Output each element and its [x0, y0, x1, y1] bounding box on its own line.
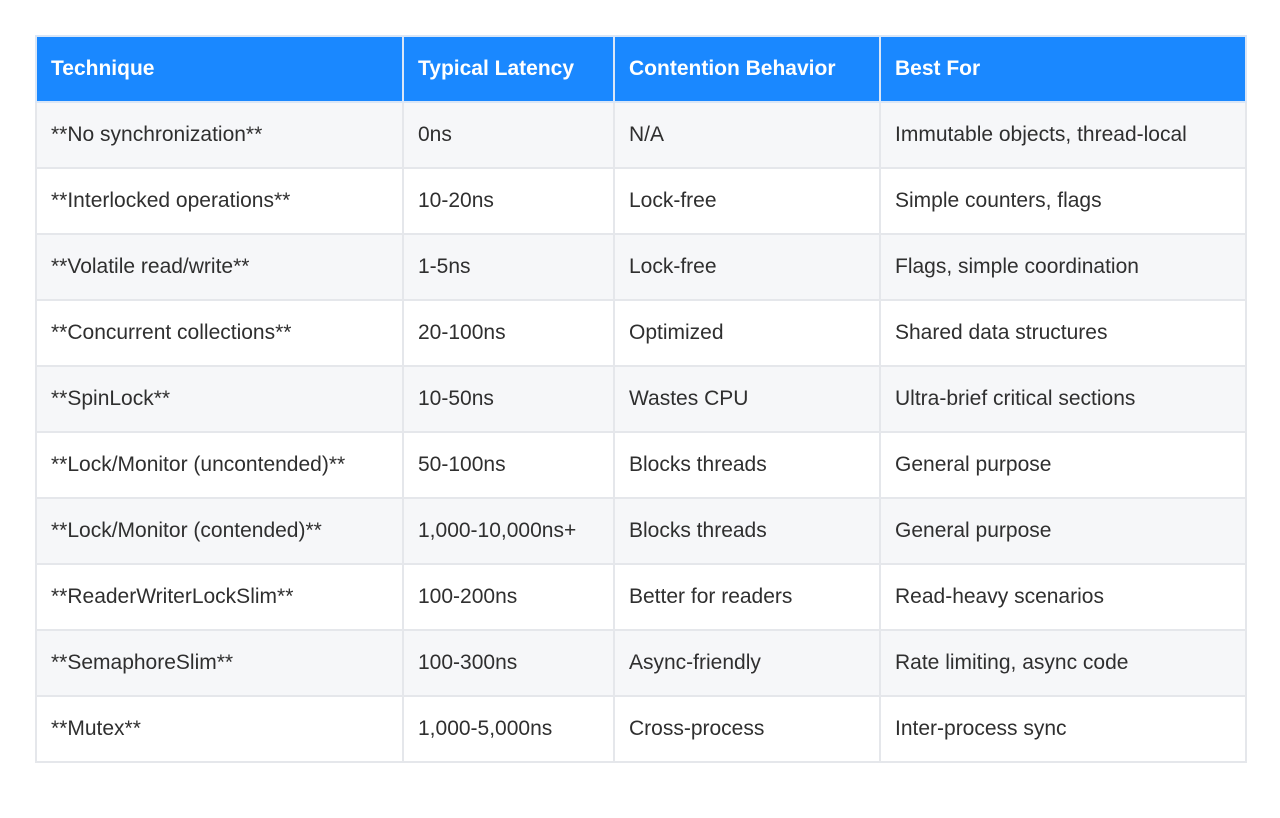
cell-contention: Blocks threads: [613, 497, 881, 565]
cell-technique: **No synchronization**: [35, 101, 404, 169]
cell-best-for: Inter-process sync: [879, 695, 1247, 763]
cell-technique: **Interlocked operations**: [35, 167, 404, 235]
cell-best-for: Simple counters, flags: [879, 167, 1247, 235]
cell-latency: 20-100ns: [402, 299, 615, 367]
cell-best-for: Immutable objects, thread-local: [879, 101, 1247, 169]
header-contention-behavior: Contention Behavior: [613, 35, 881, 103]
table-row: **Volatile read/write** 1-5ns Lock-free …: [35, 233, 1247, 301]
cell-latency: 1,000-5,000ns: [402, 695, 615, 763]
cell-technique: **SpinLock**: [35, 365, 404, 433]
cell-latency: 10-50ns: [402, 365, 615, 433]
cell-best-for: Rate limiting, async code: [879, 629, 1247, 697]
cell-technique: **Lock/Monitor (uncontended)**: [35, 431, 404, 499]
cell-best-for: Flags, simple coordination: [879, 233, 1247, 301]
cell-latency: 0ns: [402, 101, 615, 169]
table-row: **Concurrent collections** 20-100ns Opti…: [35, 299, 1247, 367]
table-row: **Mutex** 1,000-5,000ns Cross-process In…: [35, 695, 1247, 763]
table-row: **No synchronization** 0ns N/A Immutable…: [35, 101, 1247, 169]
cell-best-for: Ultra-brief critical sections: [879, 365, 1247, 433]
table-row: **Lock/Monitor (contended)** 1,000-10,00…: [35, 497, 1247, 565]
synchronization-comparison-table-container: Technique Typical Latency Contention Beh…: [35, 35, 1247, 763]
table-row: **Interlocked operations** 10-20ns Lock-…: [35, 167, 1247, 235]
cell-contention: Blocks threads: [613, 431, 881, 499]
cell-latency: 50-100ns: [402, 431, 615, 499]
cell-latency: 1-5ns: [402, 233, 615, 301]
table-header-row: Technique Typical Latency Contention Beh…: [35, 35, 1247, 103]
cell-technique: **Mutex**: [35, 695, 404, 763]
header-typical-latency: Typical Latency: [402, 35, 615, 103]
cell-contention: N/A: [613, 101, 881, 169]
cell-contention: Lock-free: [613, 167, 881, 235]
cell-contention: Lock-free: [613, 233, 881, 301]
header-best-for: Best For: [879, 35, 1247, 103]
cell-technique: **ReaderWriterLockSlim**: [35, 563, 404, 631]
cell-best-for: Read-heavy scenarios: [879, 563, 1247, 631]
cell-latency: 10-20ns: [402, 167, 615, 235]
cell-contention: Cross-process: [613, 695, 881, 763]
cell-technique: **Volatile read/write**: [35, 233, 404, 301]
cell-contention: Optimized: [613, 299, 881, 367]
cell-technique: **SemaphoreSlim**: [35, 629, 404, 697]
cell-latency: 100-200ns: [402, 563, 615, 631]
table-row: **SpinLock** 10-50ns Wastes CPU Ultra-br…: [35, 365, 1247, 433]
cell-latency: 1,000-10,000ns+: [402, 497, 615, 565]
table-row: **SemaphoreSlim** 100-300ns Async-friend…: [35, 629, 1247, 697]
cell-contention: Async-friendly: [613, 629, 881, 697]
cell-best-for: General purpose: [879, 497, 1247, 565]
table-row: **Lock/Monitor (uncontended)** 50-100ns …: [35, 431, 1247, 499]
cell-technique: **Concurrent collections**: [35, 299, 404, 367]
cell-technique: **Lock/Monitor (contended)**: [35, 497, 404, 565]
header-technique: Technique: [35, 35, 404, 103]
cell-best-for: Shared data structures: [879, 299, 1247, 367]
synchronization-comparison-table: Technique Typical Latency Contention Beh…: [35, 35, 1247, 763]
cell-contention: Wastes CPU: [613, 365, 881, 433]
cell-contention: Better for readers: [613, 563, 881, 631]
cell-latency: 100-300ns: [402, 629, 615, 697]
table-row: **ReaderWriterLockSlim** 100-200ns Bette…: [35, 563, 1247, 631]
cell-best-for: General purpose: [879, 431, 1247, 499]
